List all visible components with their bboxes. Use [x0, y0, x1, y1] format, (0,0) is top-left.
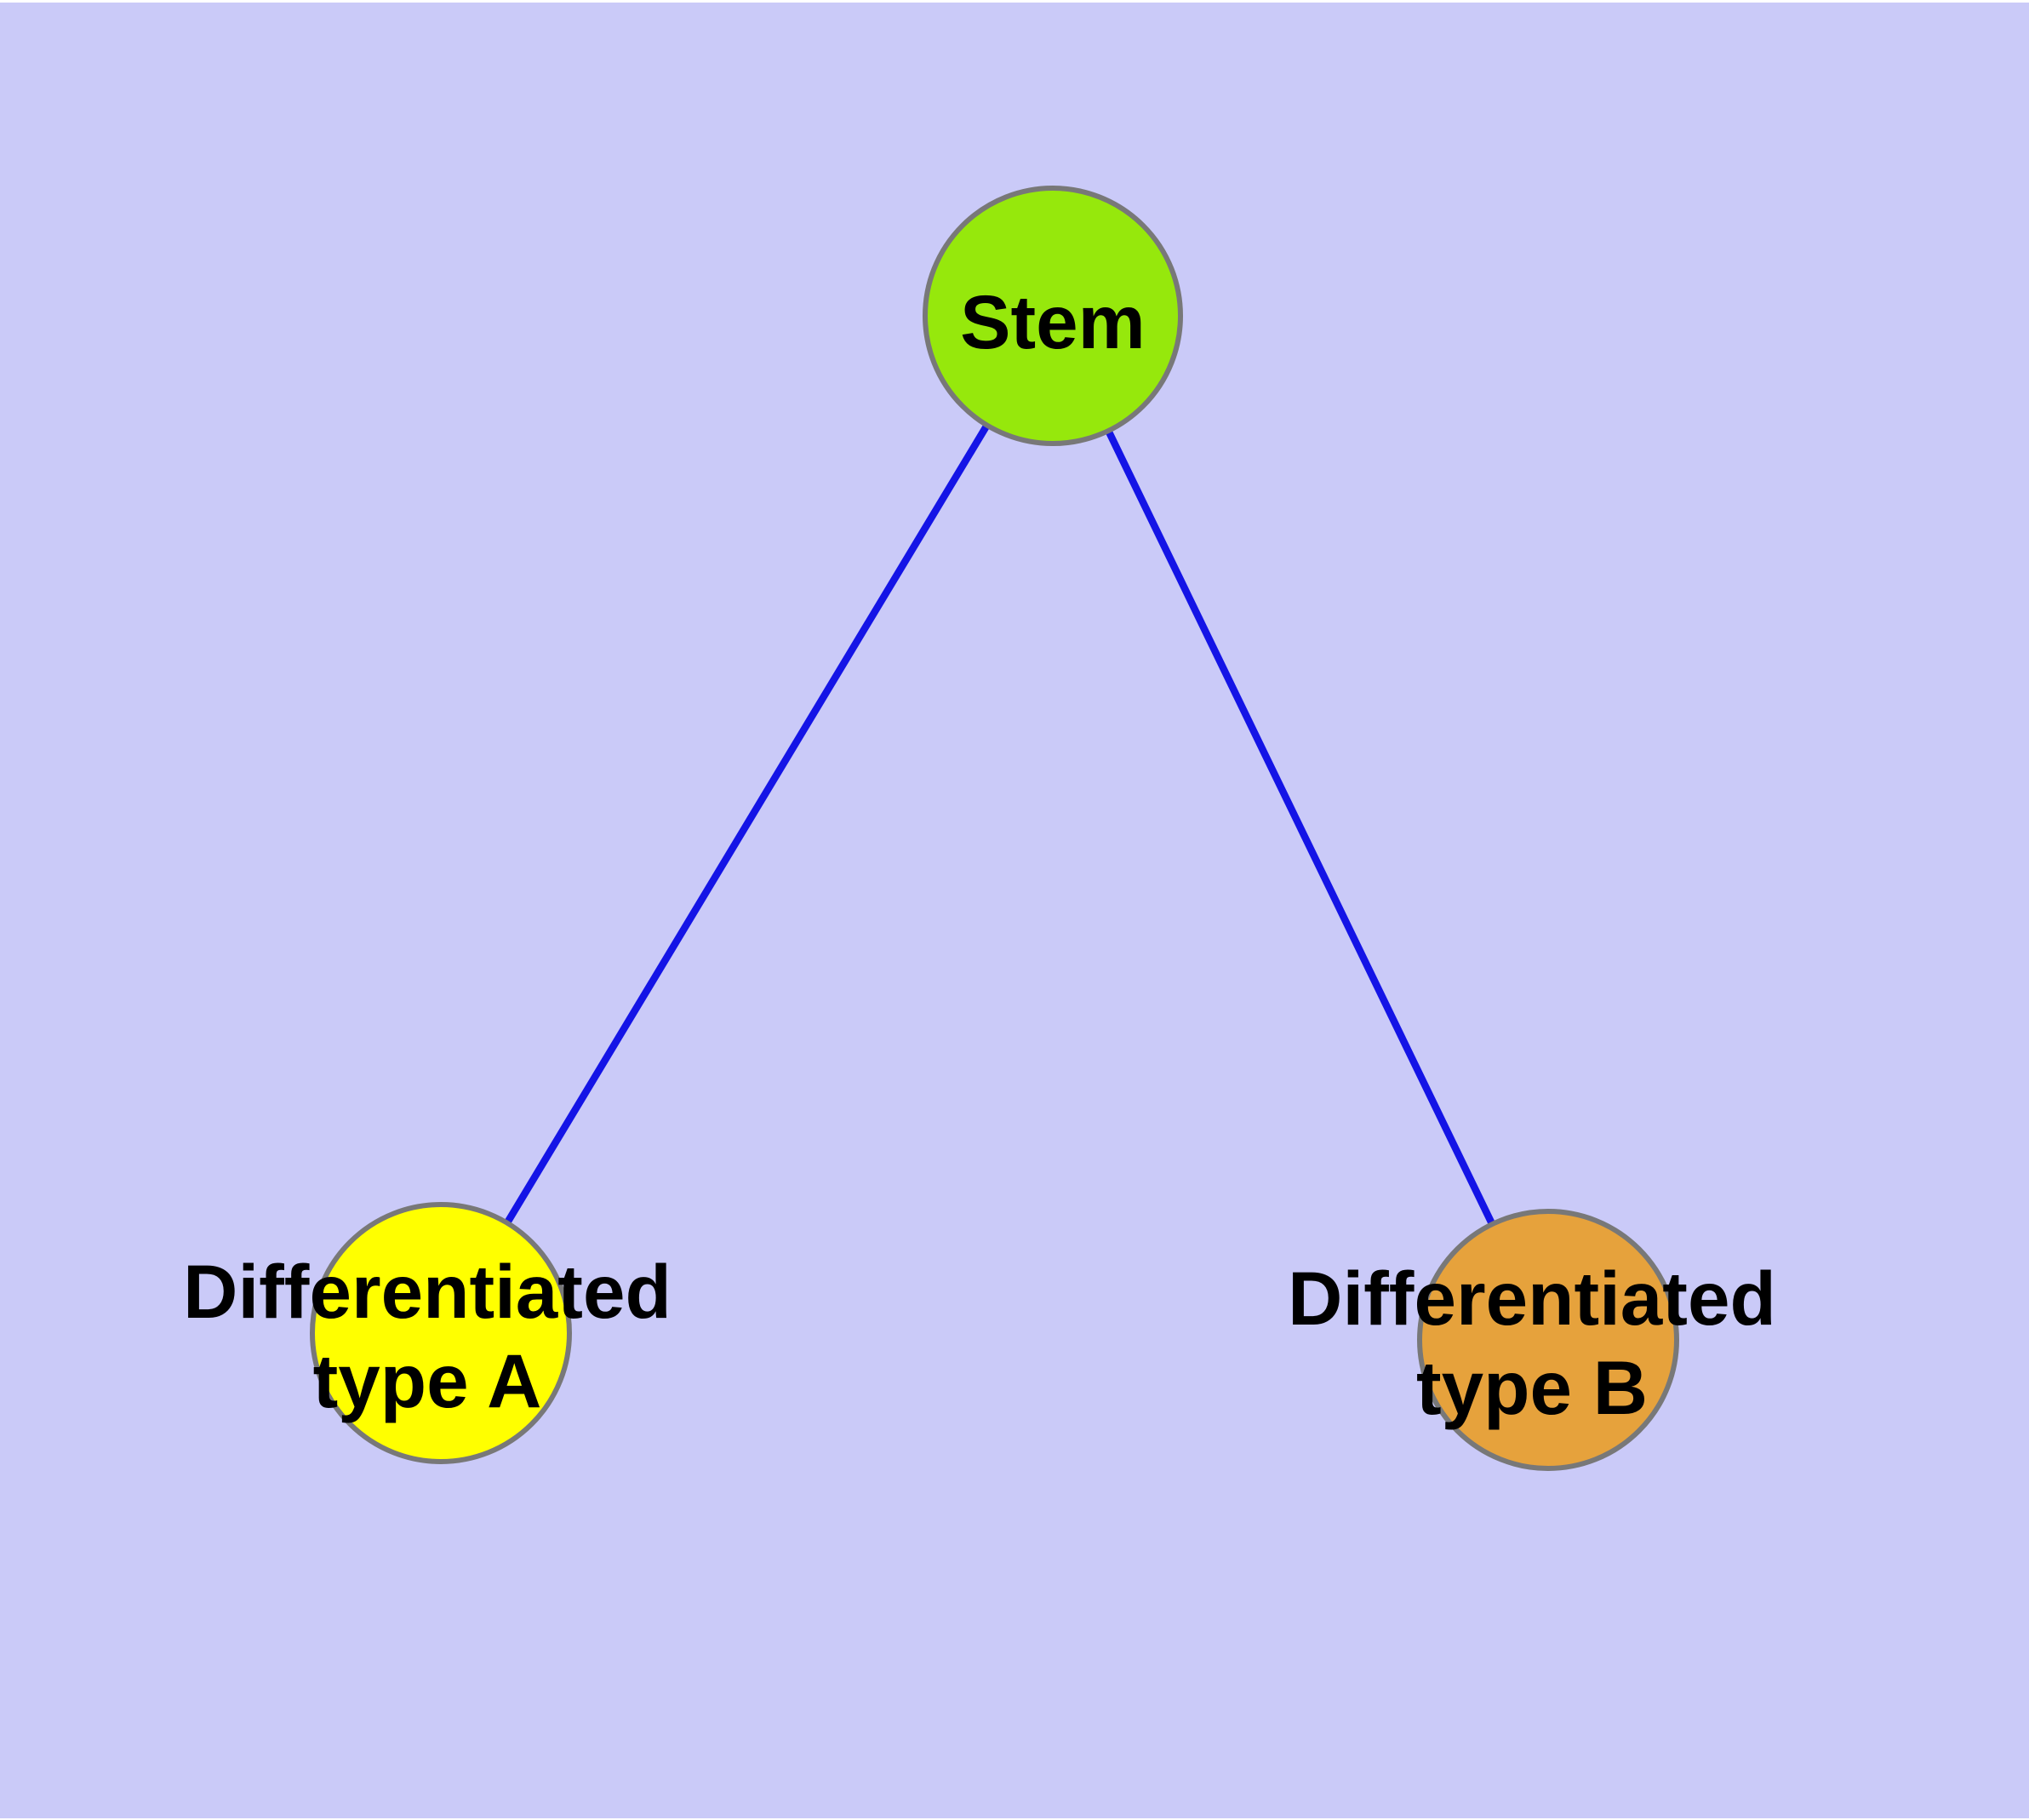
node-stem	[923, 186, 1183, 446]
node-label-stem: Stem	[960, 279, 1146, 364]
node-label-line: Differentiated	[1288, 1256, 1776, 1341]
node-label-line: type A	[313, 1338, 542, 1423]
node-label-line: type B	[1416, 1345, 1648, 1430]
nodes-layer	[310, 186, 1679, 1471]
node-differentiated-type-a	[310, 1202, 572, 1464]
node-label-line: Differentiated	[183, 1249, 672, 1334]
edges-layer	[437, 313, 1552, 1342]
node-differentiated-type-b	[1417, 1209, 1679, 1471]
node-label-line: Stem	[960, 279, 1146, 364]
edge-stem-to-differentiated-type-a	[437, 313, 1056, 1336]
edge-stem-to-differentiated-type-b	[1049, 314, 1552, 1342]
